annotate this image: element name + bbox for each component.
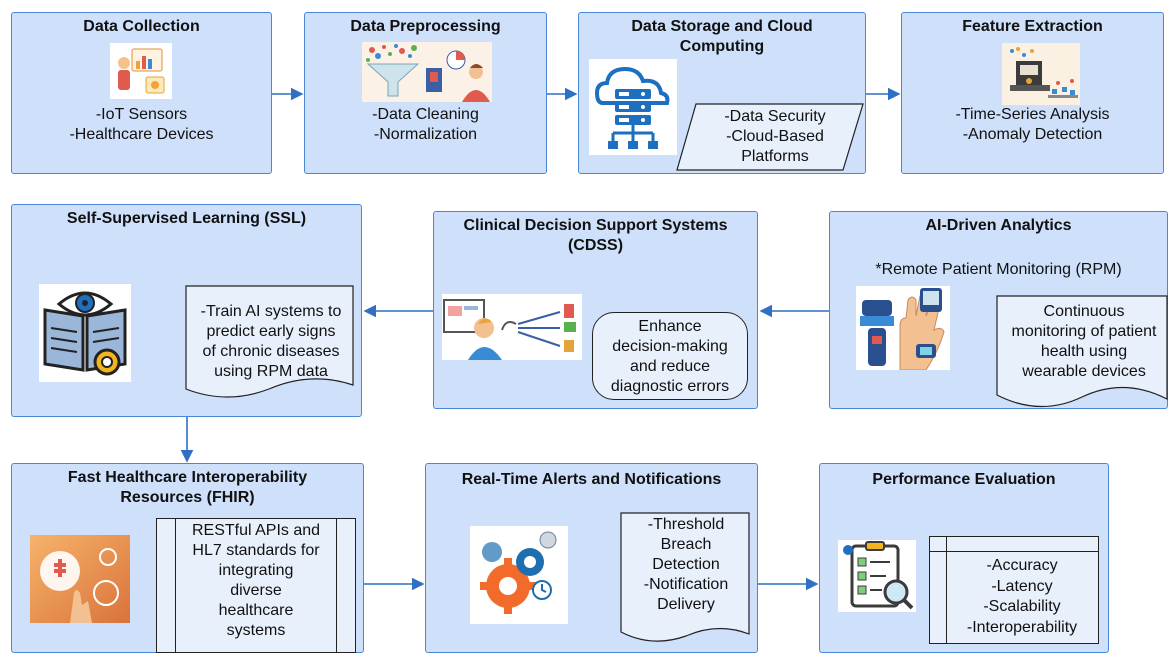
clipboard-checklist-icon (838, 540, 916, 612)
feature-extraction-box: Feature Extraction -Time-Series Analysis… (901, 12, 1164, 174)
ssl-title: Self-Supervised Learning (SSL) (66, 210, 307, 227)
wearable-monitor-icon (856, 286, 950, 371)
performance-title: Performance Evaluation (872, 471, 1056, 488)
performance-text-frame (929, 536, 1099, 644)
data-preprocessing-box: Data Preprocessing -Data Cleaning-Normal… (304, 12, 547, 174)
ai-analytics-doc-shape (996, 295, 1168, 408)
data-preprocessing-items: -Data Cleaning-Normalization (372, 106, 479, 143)
performance-text: -Accuracy-Latency-Scalability-Interopera… (966, 557, 1078, 636)
feature-extraction-title: Feature Extraction (962, 18, 1103, 35)
feature-machine-icon (1002, 43, 1080, 105)
data-preprocessing-title: Data Preprocessing (350, 18, 501, 35)
ssl-scroll-shape (185, 285, 354, 398)
ai-analytics-title: AI-Driven Analytics (925, 217, 1072, 234)
doctor-computer-icon (442, 294, 582, 360)
book-eye-gear-icon (39, 284, 131, 382)
cloud-server-icon (589, 59, 677, 155)
gears-clock-icon (470, 526, 568, 624)
data-collection-box: Data Collection -IoT Sensors-Healthcare … (11, 12, 272, 174)
healthcare-touch-icon (30, 535, 130, 623)
data-storage-parallelogram (676, 103, 864, 171)
alerts-doc-shape (620, 512, 750, 642)
data-collection-title: Data Collection (83, 18, 200, 35)
data-funnel-icon (362, 42, 492, 102)
iot-dashboard-icon (110, 43, 172, 99)
alerts-title: Real-Time Alerts and Notifications (461, 471, 722, 488)
cdss-title: Clinical Decision Support Systems(CDSS) (463, 217, 728, 254)
feature-extraction-items: -Time-Series Analysis-Anomaly Detection (955, 106, 1110, 143)
data-collection-items: -IoT Sensors-Healthcare Devices (69, 106, 214, 143)
ai-analytics-subtitle: *Remote Patient Monitoring (RPM) (875, 261, 1122, 278)
